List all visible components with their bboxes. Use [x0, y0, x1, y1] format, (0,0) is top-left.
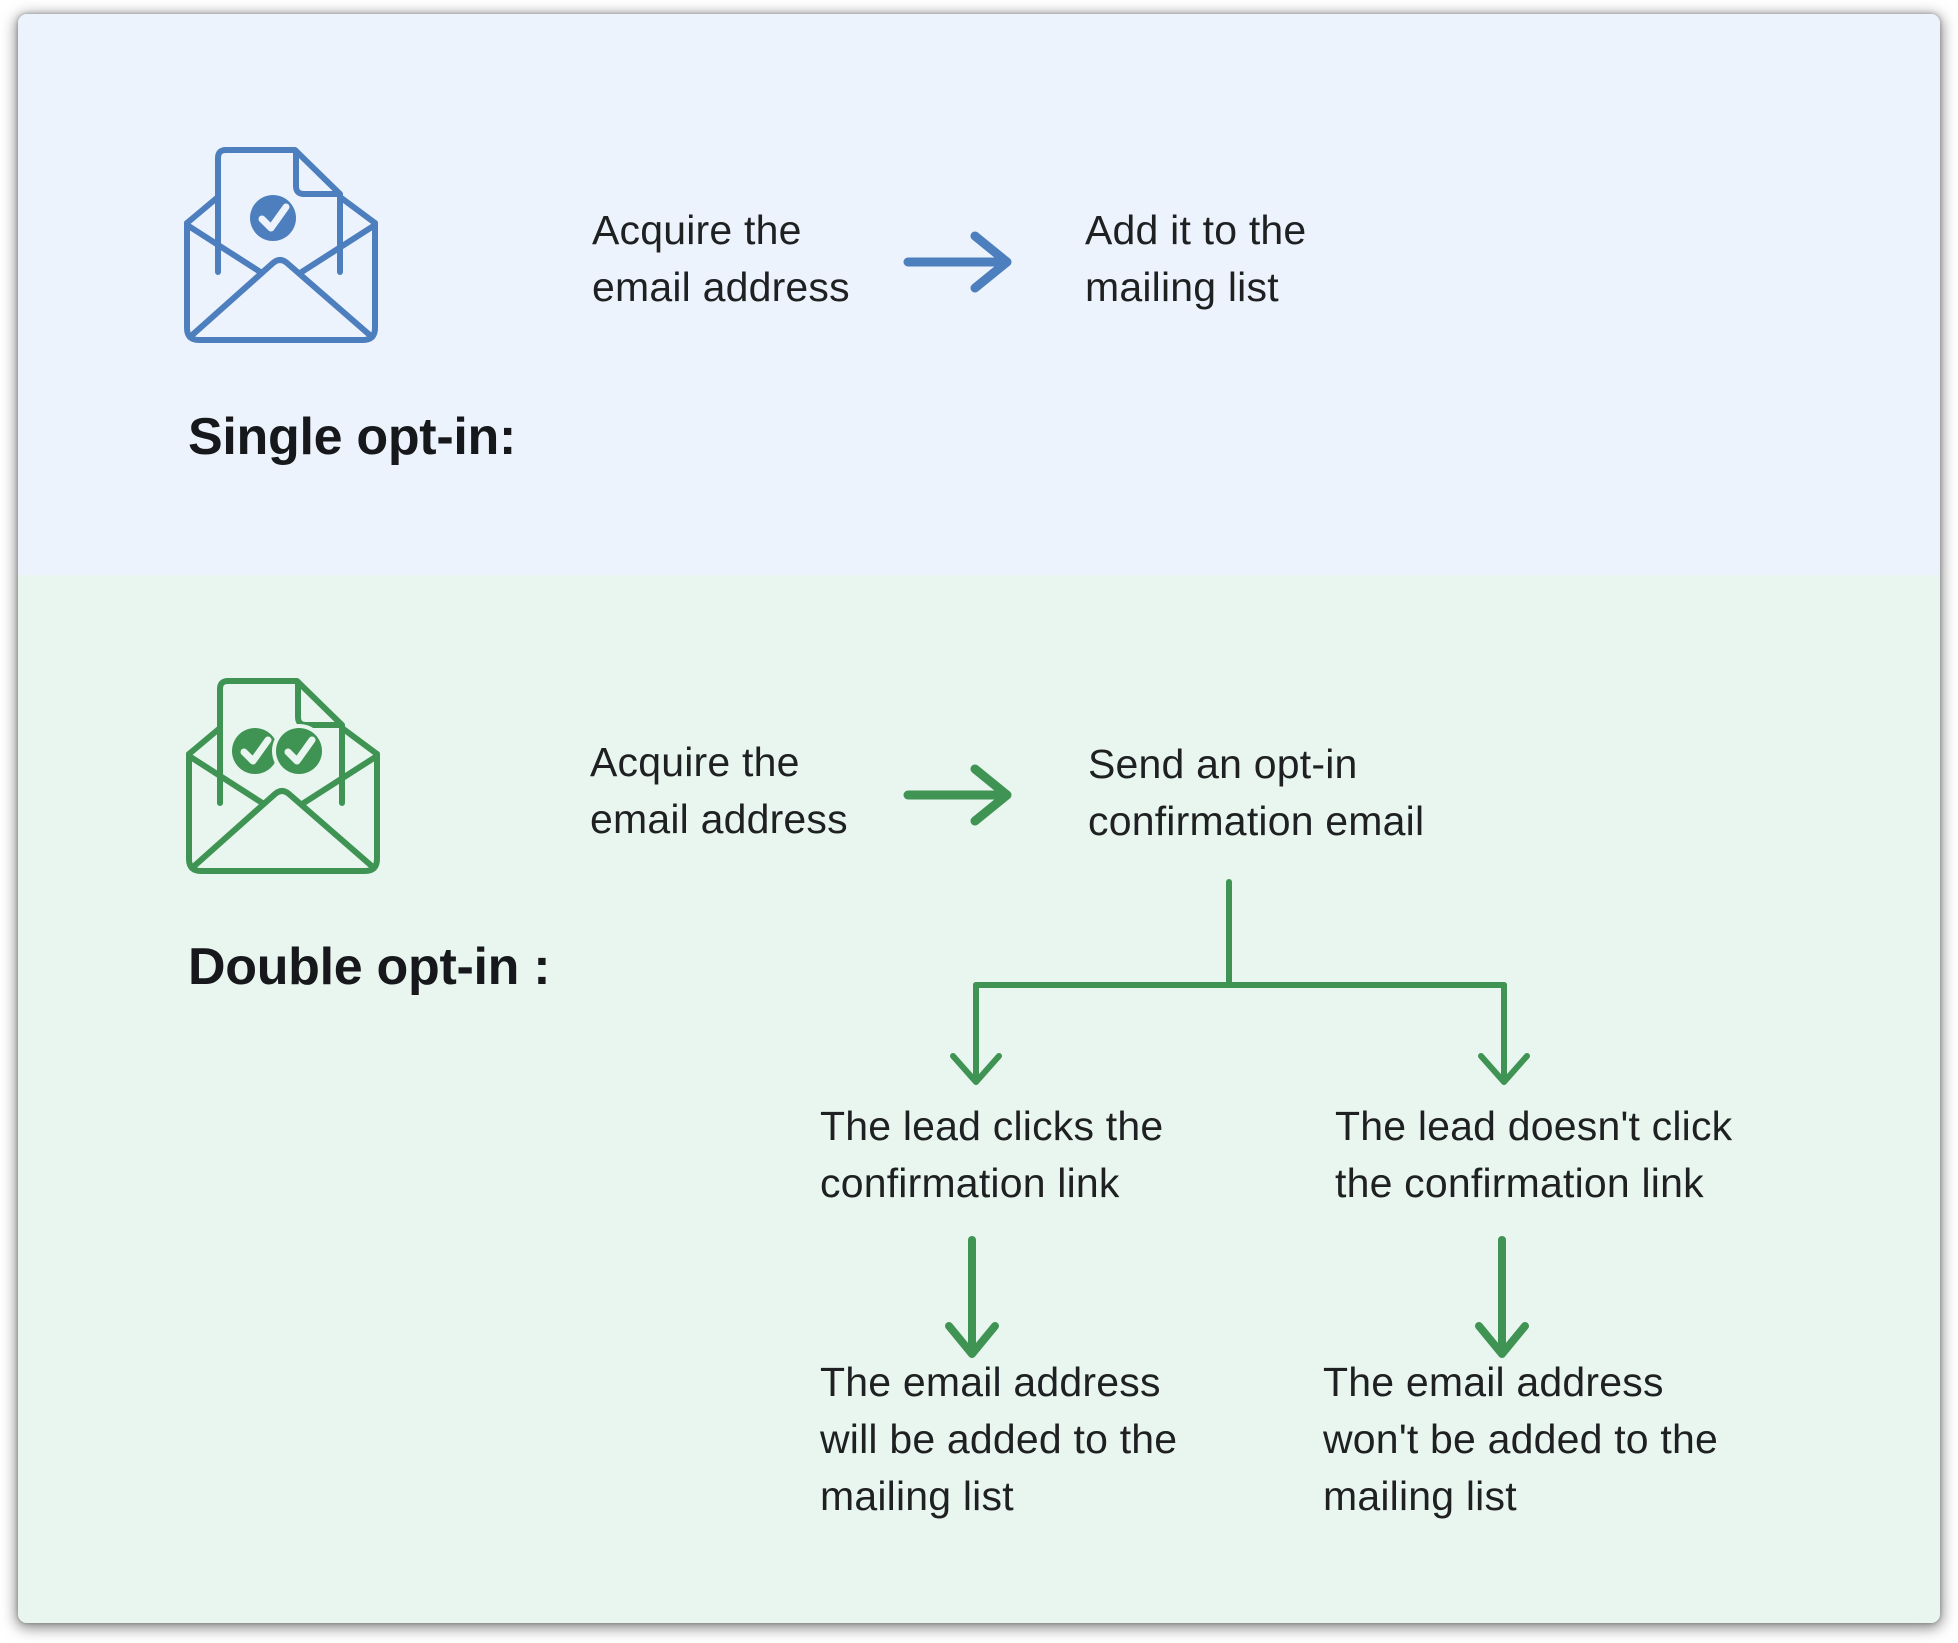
check-icon	[258, 203, 290, 232]
double-step-acquire: Acquire the email address	[590, 739, 848, 842]
arrow-right-icon	[903, 764, 1012, 826]
arrow-right-icon	[903, 231, 1012, 293]
check-badge	[250, 195, 296, 241]
envelope-single-check-icon	[184, 147, 378, 343]
single-optin-title: Single opt-in:	[188, 408, 516, 466]
check-badge-right	[276, 728, 322, 774]
branch-right-label: The lead doesn't click the confirmation …	[1335, 1103, 1733, 1206]
single-step-acquire: Acquire the email address	[592, 207, 850, 310]
arrow-down-icon	[1475, 1236, 1529, 1358]
single-optin-section	[18, 14, 1940, 575]
branch-connector-tree	[950, 879, 1530, 1085]
double-optin-title: Double opt-in :	[188, 938, 551, 996]
result-right-label: The email address won't be added to the …	[1323, 1359, 1719, 1519]
result-left-label: The email address will be added to the m…	[820, 1359, 1178, 1519]
check-icon-right	[284, 736, 316, 765]
check-badge-left	[232, 728, 278, 774]
branch-left-label: The lead clicks the confirmation link	[820, 1103, 1164, 1206]
envelope-double-check-icon	[186, 678, 380, 874]
double-step-send: Send an opt-in confirmation email	[1088, 741, 1425, 844]
single-step-add: Add it to the mailing list	[1085, 207, 1307, 310]
check-icon-left	[240, 736, 272, 765]
arrow-down-icon	[945, 1236, 999, 1358]
